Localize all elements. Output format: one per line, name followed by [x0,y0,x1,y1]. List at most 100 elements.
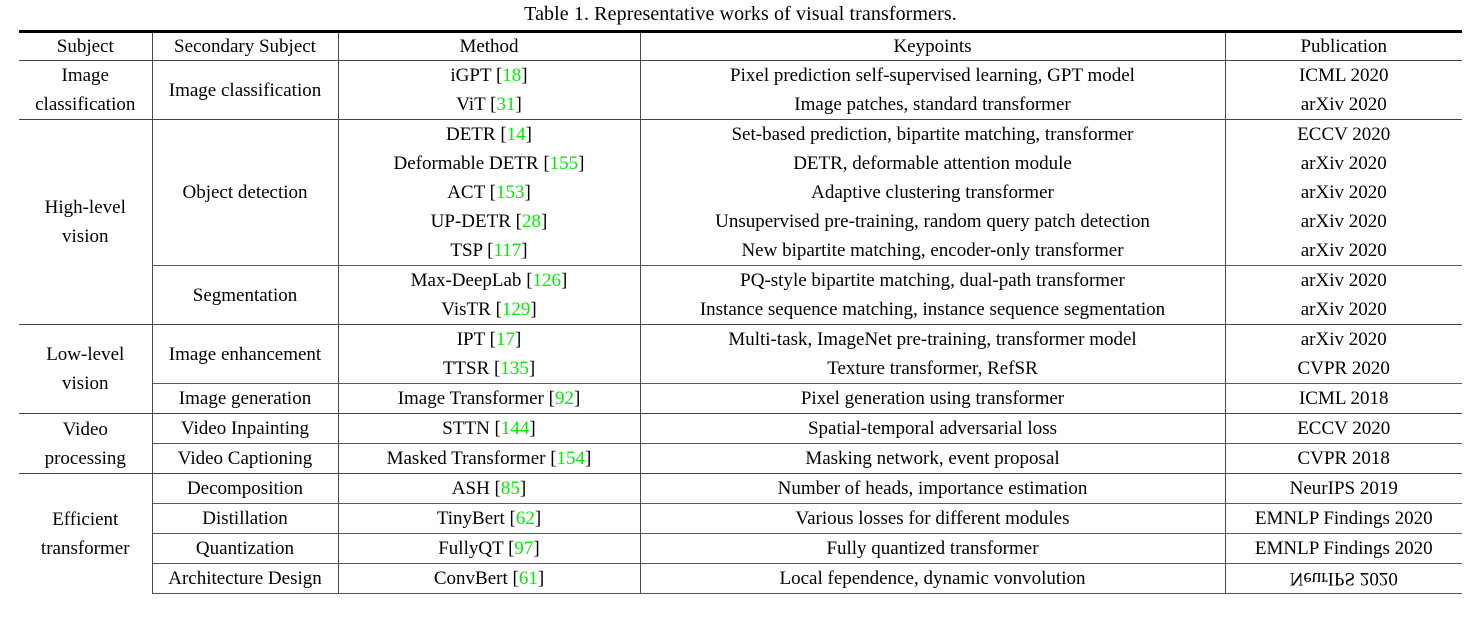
secondary-cell-quantization: Quantization [151,533,339,564]
publication-cell: NeurIPS 2019 [1224,473,1462,504]
method-name: ConvBert [433,568,508,589]
keypoints-cell: New bipartite matching, encoder-only tra… [639,236,1226,266]
publication-text-mirrored: NeurIPS 2020 [1289,568,1398,589]
citation-bracket: [ [495,299,502,320]
table-row: Efficient transformer Decomposition ASH … [19,473,1462,594]
citation-bracket: [ [494,358,501,379]
citation-number: 154 [556,448,586,469]
method-cell: TSP [117] [337,236,641,266]
table-header-row: Subject Secondary Subject Method Keypoin… [19,30,1462,61]
citation-number: 155 [549,153,579,174]
citation-number: 92 [554,388,574,409]
table-caption: Table 1. Representative works of visual … [524,3,957,25]
subject-label-line2: vision [62,373,109,394]
publication-cell: arXiv 2020 [1224,207,1462,236]
keypoints-cell: Pixel generation using transformer [639,383,1226,414]
method-cell: iGPT [18] [337,60,641,90]
secondary-cell-image-generation: Image generation [151,383,339,414]
secondary-cell-distillation: Distillation [151,503,339,534]
table-row: ViT [31] Image patches, standard transfo… [19,90,1462,120]
publication-cell: ECCV 2020 [1224,119,1462,149]
method-name: TTSR [442,358,490,379]
citation-bracket: ] [524,182,531,203]
subject-label-line2: processing [44,447,126,469]
citation-bracket: [ [489,182,496,203]
column-header-subject: Subject [19,30,153,61]
publication-cell: ICML 2018 [1224,383,1462,414]
citation-number: 97 [514,538,534,559]
table-row: High-level vision Object detection DETR … [19,119,1462,325]
citation-bracket: ] [540,211,548,232]
secondary-cell-segmentation: Segmentation [151,265,339,325]
publication-cell: arXiv 2020 [1224,149,1462,178]
subject-cell-high-level-vision: High-level vision [19,119,153,325]
method-cell: ViT [31] [337,90,641,120]
keypoints-cell: Set-based prediction, bipartite matching… [639,119,1226,149]
citation-bracket: ] [585,448,592,469]
publication-cell: CVPR 2018 [1224,443,1462,474]
citation-number: 85 [500,478,520,499]
column-header-secondary-subject: Secondary Subject [151,30,339,61]
citation-bracket: ] [534,508,542,529]
citation-bracket: [ [494,418,501,439]
citation-number: 62 [515,508,535,529]
method-cell: STTN [144] [337,413,641,444]
method-name: DETR [445,124,496,145]
method-name: Image Transformer [397,388,544,409]
citation-number: 135 [500,358,529,379]
citation-number: 117 [493,240,522,261]
method-cell: ACT [153] [337,178,641,207]
citation-bracket: [ [495,65,503,86]
secondary-cell-video-inpainting: Video Inpainting [151,413,339,444]
table-row: Segmentation Max-DeepLab [126] PQ-style … [19,265,1462,325]
table-row: TSP [117] New bipartite matching, encode… [19,236,1462,266]
publication-cell: arXiv 2020 [1224,236,1462,266]
table-row: TTSR [135] Texture transformer, RefSR CV… [19,354,1462,384]
column-header-publication: Publication [1224,30,1462,61]
subject-label-line2: classification [35,94,136,115]
citation-bracket: ] [530,299,537,320]
citation-bracket: [ [550,448,557,469]
citation-bracket: [ [509,508,516,529]
table-row: Video processing Video Inpainting STTN [… [19,413,1462,474]
keypoints-cell: Instance sequence matching, instance seq… [639,295,1226,325]
publication-cell: arXiv 2020 [1224,295,1462,325]
keypoints-cell: Adaptive clustering transformer [639,178,1226,207]
citation-bracket: ] [561,270,568,291]
keypoints-cell: Various losses for different modules [639,503,1226,534]
subject-cell-image-classification: Image classification [19,60,153,120]
citation-bracket: ] [533,538,540,559]
table-row: UP-DETR [28] Unsupervised pre-training, … [19,207,1462,236]
citation-bracket: [ [508,538,515,559]
method-cell: VisTR [129] [337,295,641,325]
citation-bracket: [ [515,211,522,232]
method-name: ACT [447,182,485,203]
keypoints-cell: Texture transformer, RefSR [639,354,1226,384]
publication-cell: NeurIPS 2020 [1224,563,1462,594]
method-cell: DETR [14] [337,119,641,149]
method-cell: UP-DETR [28] [337,207,641,236]
citation-bracket: [ [487,240,494,261]
publication-cell: ECCV 2020 [1224,413,1462,444]
column-header-method: Method [337,30,641,61]
keypoints-cell: DETR, deformable attention module [639,149,1226,178]
method-name: TinyBert [436,508,505,529]
table-row: Distillation TinyBert [62] Various losse… [19,503,1462,534]
table-row: VisTR [129] Instance sequence matching, … [19,295,1462,325]
secondary-cell-decomposition: Decomposition [151,473,339,504]
method-name: Masked Transformer [386,448,546,469]
method-name: iGPT [450,65,492,86]
citation-bracket: [ [500,124,507,145]
keypoints-cell: Fully quantized transformer [639,533,1226,564]
keypoints-cell: PQ-style bipartite matching, dual-path t… [639,265,1226,295]
citation-bracket: [ [543,153,550,174]
publication-cell: EMNLP Findings 2020 [1224,533,1462,564]
publication-cell: arXiv 2020 [1224,265,1462,295]
table-row: Deformable DETR [155] DETR, deformable a… [19,149,1462,178]
subject-cell-low-level-vision: Low-level vision [19,324,153,414]
table-row: ACT [153] Adaptive clustering transforme… [19,178,1462,207]
method-cell: ConvBert [61] [337,563,641,594]
citation-number: 61 [518,568,538,589]
publication-cell: arXiv 2020 [1224,324,1462,354]
citation-bracket: ] [525,124,532,145]
